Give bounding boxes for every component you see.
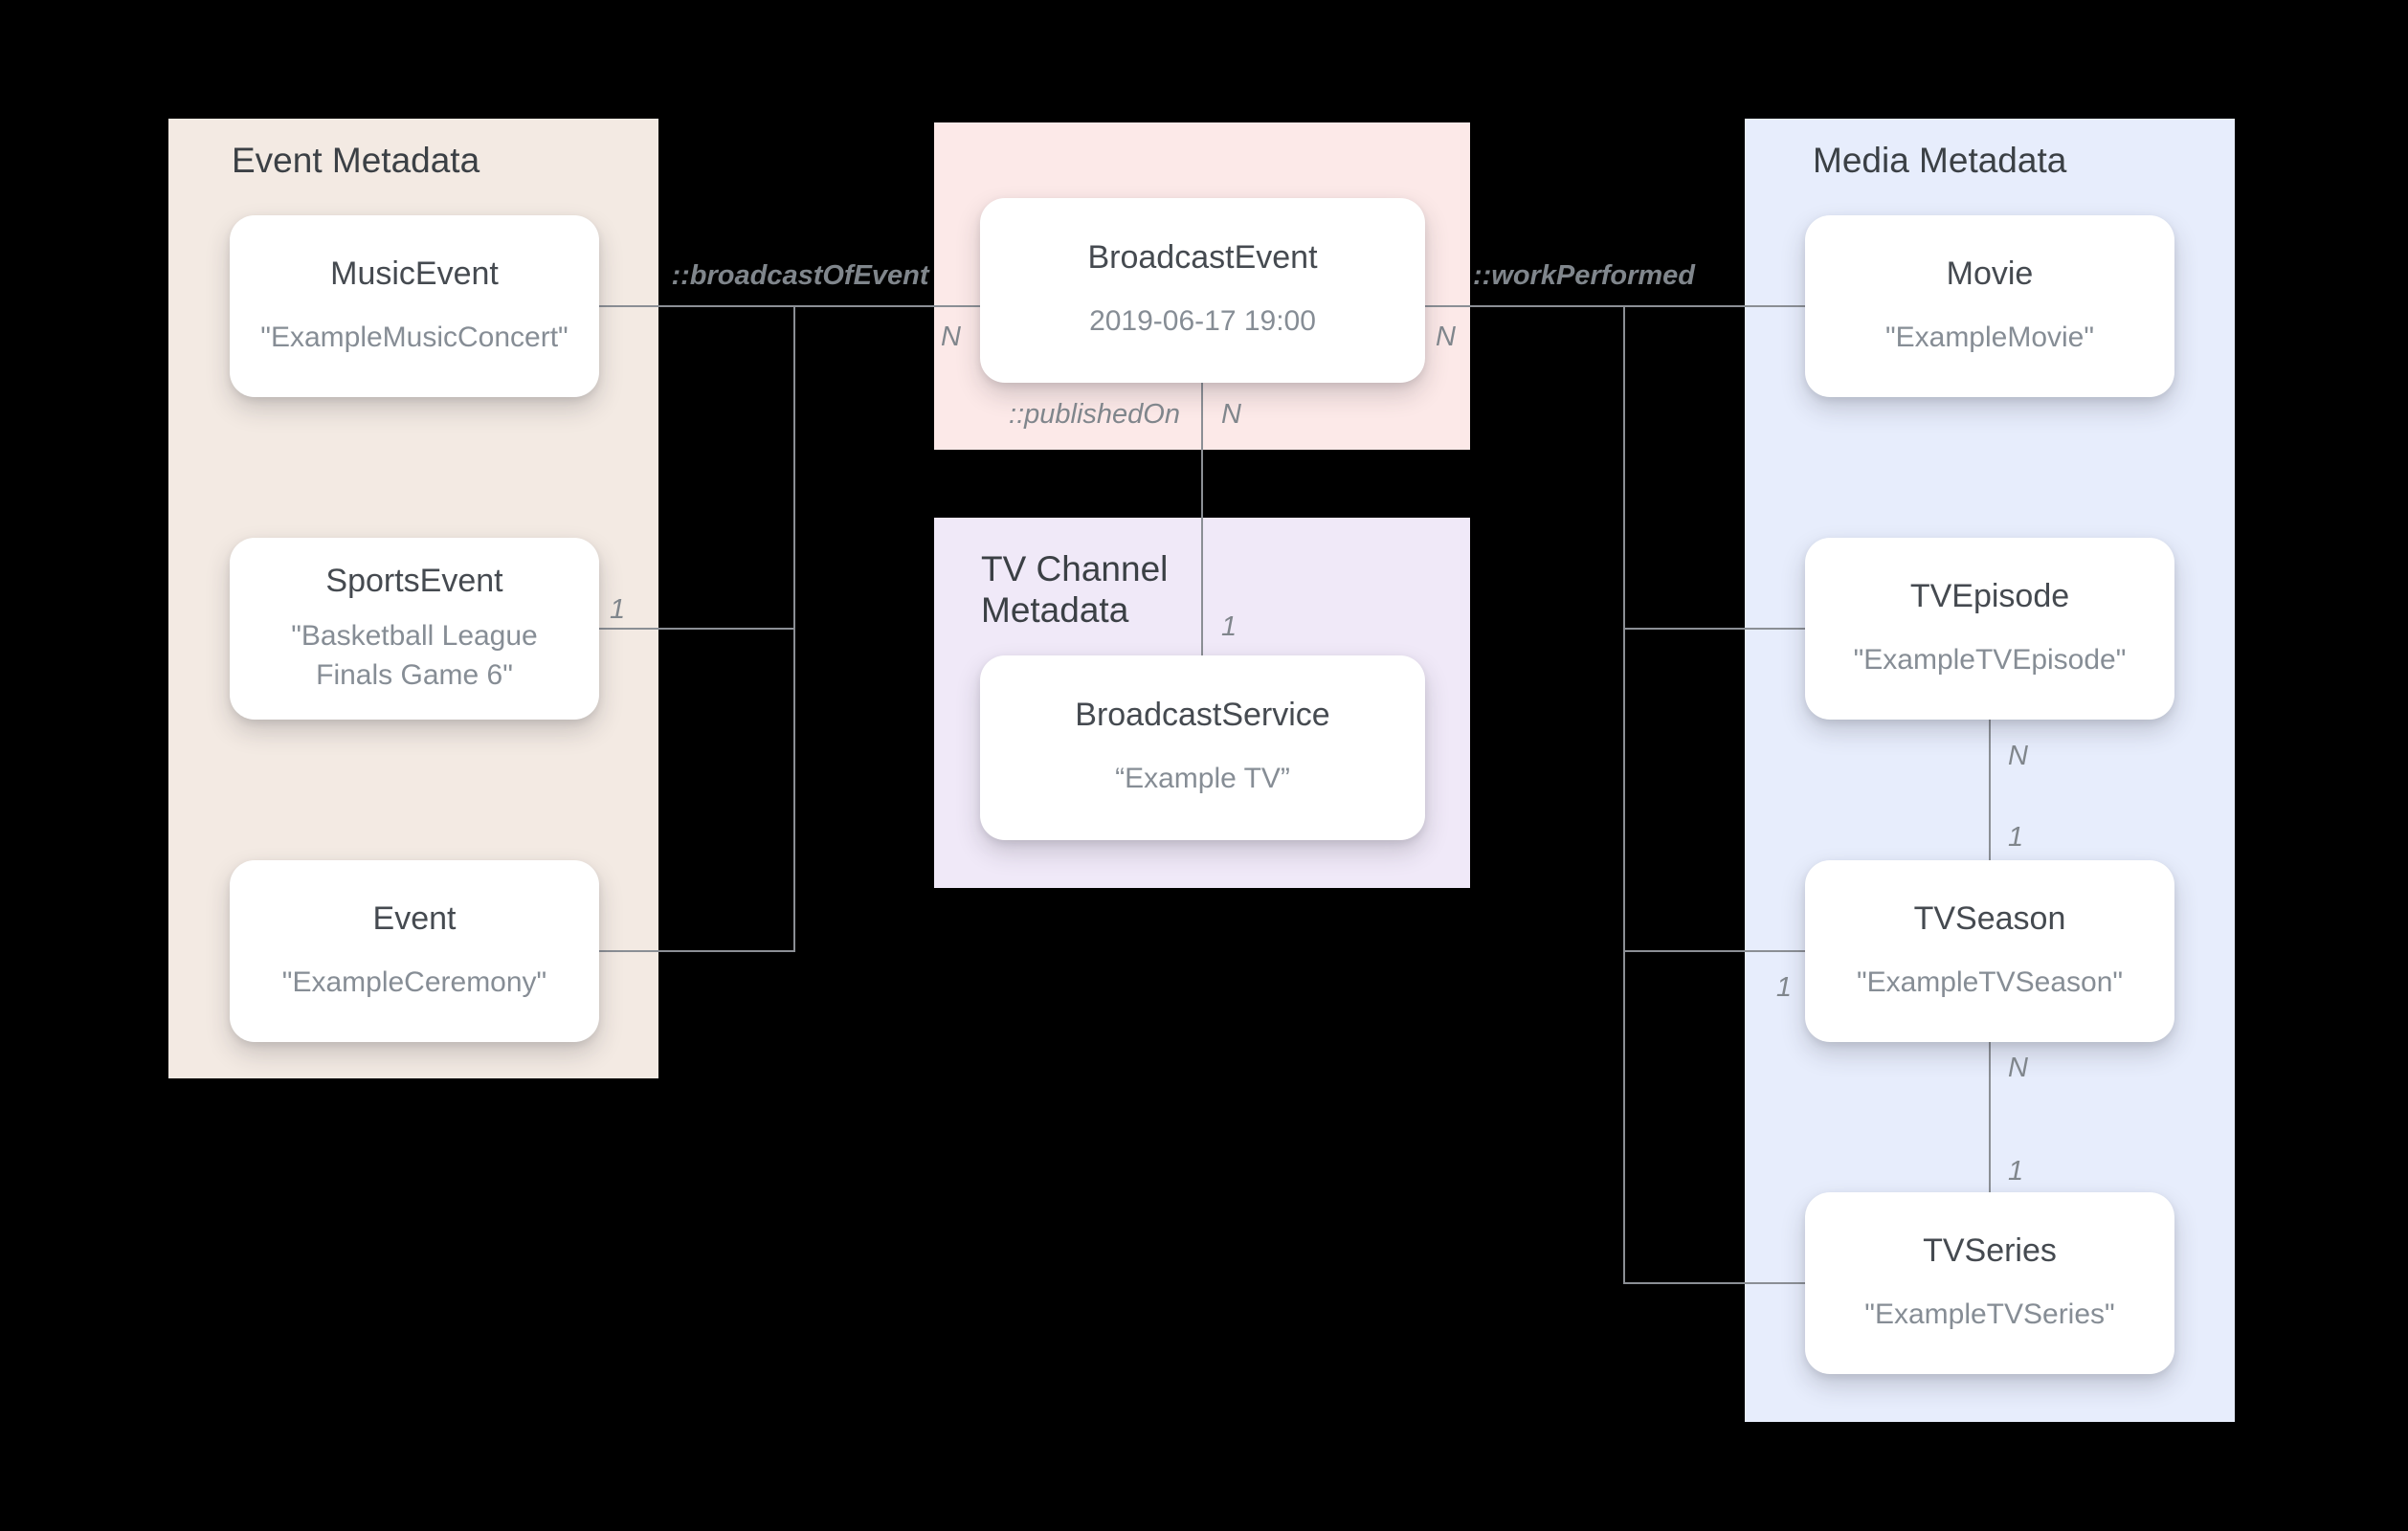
tvseries-card-title: TVSeries xyxy=(1923,1231,2057,1269)
tvepisode-branch-line xyxy=(1623,628,1809,630)
season-series-n-label: N xyxy=(2008,1053,2028,1083)
tvseries-card-value: "ExampleTVSeries" xyxy=(1864,1298,2115,1330)
musicevent-card-value: "ExampleMusicConcert" xyxy=(260,321,569,353)
media-trunk-line xyxy=(1623,305,1625,1284)
musicevent-card: MusicEvent "ExampleMusicConcert" xyxy=(230,215,599,397)
tvepisode-card-value: "ExampleTVEpisode" xyxy=(1853,643,2127,676)
edge-workperformed-line xyxy=(1421,305,1809,307)
workperformed-n-label: N xyxy=(1436,322,1456,352)
broadcastofevent-n-label: N xyxy=(941,322,961,352)
season-series-1-label: 1 xyxy=(2008,1156,2024,1187)
sportsevent-card-title: SportsEvent xyxy=(325,563,503,599)
publishedon-n-label: N xyxy=(1221,399,1241,430)
event-metadata-title: Event Metadata xyxy=(232,141,480,180)
tvseries-branch-line xyxy=(1623,1282,1809,1284)
sportsevent-branch-line xyxy=(595,628,795,630)
tvseason-card-value: "ExampleTVSeason" xyxy=(1856,965,2124,998)
tvseason-card: TVSeason "ExampleTVSeason" xyxy=(1805,860,2174,1042)
sportsevent-card-value: "Basketball League Finals Game 6" xyxy=(291,620,538,691)
episode-season-n-label: N xyxy=(2008,741,2028,771)
tvepisode-card: TVEpisode "ExampleTVEpisode" xyxy=(1805,538,2174,720)
media-metadata-title: Media Metadata xyxy=(1813,141,2067,180)
publishedon-1-label: 1 xyxy=(1221,611,1237,642)
broadcastevent-card: BroadcastEvent 2019-06-17 19:00 xyxy=(980,198,1425,383)
broadcastofevent-1-label: 1 xyxy=(610,594,626,625)
broadcastevent-card-value: 2019-06-17 19:00 xyxy=(1089,305,1316,338)
sportsevent-card: SportsEvent "Basketball League Finals Ga… xyxy=(230,538,599,720)
event-branch-line xyxy=(595,950,795,952)
tvseries-card: TVSeries "ExampleTVSeries" xyxy=(1805,1192,2174,1374)
movie-card-value: "ExampleMovie" xyxy=(1884,321,2095,353)
broadcastservice-card: BroadcastService “Example TV” xyxy=(980,655,1425,840)
movie-card: Movie "ExampleMovie" xyxy=(1805,215,2174,397)
tv-channel-metadata-title: TV Channel Metadata xyxy=(981,549,1169,630)
workperformed-1-label: 1 xyxy=(1775,972,1792,1003)
event-card-title: Event xyxy=(372,899,457,937)
event-card: Event "ExampleCeremony" xyxy=(230,860,599,1042)
musicevent-card-title: MusicEvent xyxy=(330,255,499,292)
season-series-line xyxy=(1989,1040,1991,1194)
broadcastservice-card-title: BroadcastService xyxy=(1075,697,1330,734)
tvepisode-card-title: TVEpisode xyxy=(1909,577,2070,614)
publishedon-label: ::publishedOn xyxy=(1009,399,1180,430)
broadcastofevent-label: ::broadcastOfEvent xyxy=(671,260,929,291)
edge-broadcastofevent-line xyxy=(593,305,988,307)
workperformed-label: ::workPerformed xyxy=(1472,260,1696,291)
broadcastservice-card-value: “Example TV” xyxy=(1115,763,1290,795)
edge-publishedon-line xyxy=(1201,381,1203,658)
episode-season-line xyxy=(1989,718,1991,862)
movie-card-title: Movie xyxy=(1946,255,2034,292)
tvseason-branch-line xyxy=(1623,950,1809,952)
event-card-value: "ExampleCeremony" xyxy=(281,965,547,998)
broadcastevent-card-title: BroadcastEvent xyxy=(1087,239,1318,277)
tvseason-card-title: TVSeason xyxy=(1913,899,2066,937)
episode-season-1-label: 1 xyxy=(2008,822,2024,853)
